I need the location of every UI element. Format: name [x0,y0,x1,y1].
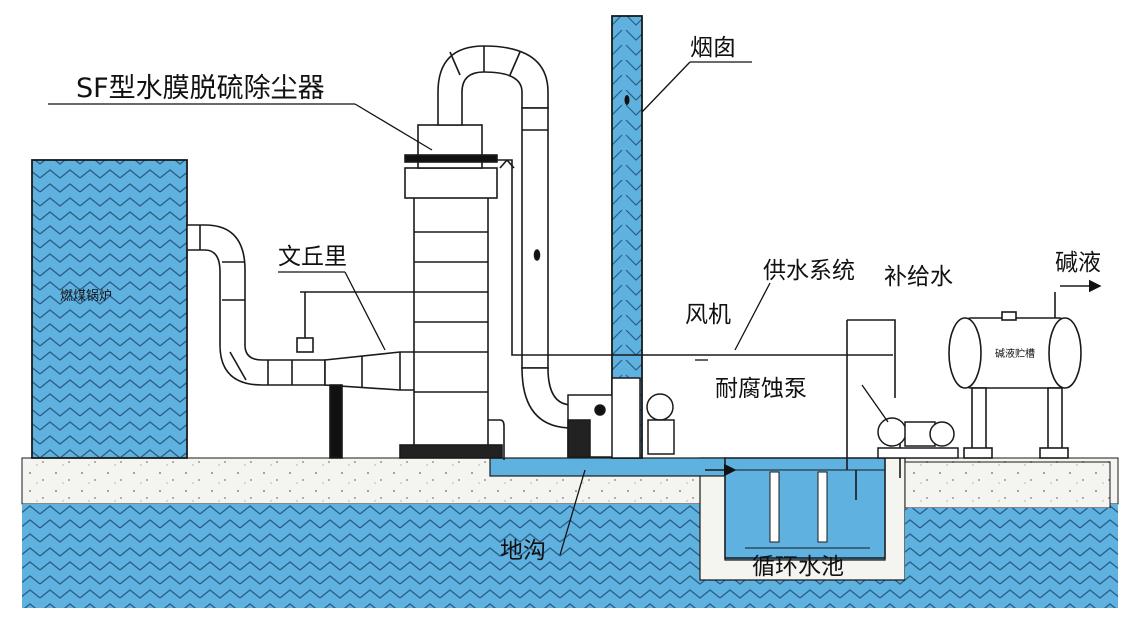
water-supply-label: 供水系统 [763,258,855,284]
fan-label: 风机 [685,302,731,328]
coal-boiler [31,159,188,459]
outlet-pipe [521,107,573,429]
scrubber-tower [399,45,549,460]
alkali-storage-tank: 碱液贮槽 [948,311,1082,459]
leader-lines [48,61,889,556]
corrosion-resistant-pump [877,417,959,459]
circulation-pool-label: 循环水池 [752,554,844,580]
ground [21,457,1119,608]
circulation-pool [724,457,886,559]
pump-label: 耐腐蚀泵 [715,376,807,402]
venturi-label: 文丘里 [278,244,347,270]
chimney-label: 烟囱 [690,35,736,61]
alkali-liquid-label: 碱液 [1055,250,1101,276]
fan [567,377,675,459]
makeup-water-label: 补给水 [884,264,953,290]
tank-label: 碱液贮槽 [995,347,1035,360]
trench-label: 地沟 [500,538,546,564]
boiler-label: 燃煤锅炉 [60,288,112,304]
scrubber-label: SF型水膜脱硫除尘器 [76,73,325,104]
